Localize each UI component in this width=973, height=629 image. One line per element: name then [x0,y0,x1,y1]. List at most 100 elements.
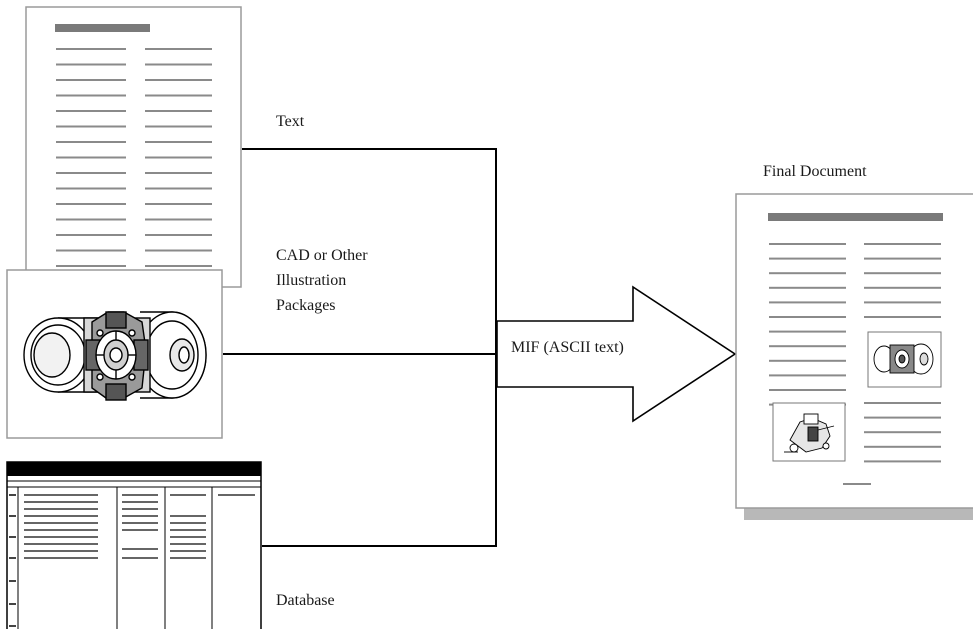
text-line [145,187,212,190]
table-row [122,501,158,503]
text-line [864,272,941,275]
table-row [122,494,158,496]
text-line [56,203,126,205]
table-row-marker [9,557,16,559]
table-row [122,515,158,517]
table-row [24,550,98,552]
table-row [218,494,255,496]
text-line [56,265,126,267]
engine-thumbnail-icon [784,413,835,453]
table-row [170,522,206,524]
text-line [56,125,126,128]
database-table-frame [6,461,262,629]
table-row [24,543,98,545]
table-row [24,501,98,503]
table-row [170,543,206,545]
text-line [769,272,846,275]
text-line [145,79,212,81]
final-document [735,193,973,520]
text-line [56,63,126,66]
text-line [56,156,126,159]
text-line [56,234,126,236]
text-line [864,243,941,245]
text-line [145,218,212,221]
table-row-marker [9,536,16,538]
cad-label-line2: Illustration [276,272,346,289]
text-line [864,431,941,434]
text-line [769,345,846,348]
text-line [769,359,846,362]
text-line [769,257,846,260]
text-line [769,301,846,304]
table-row-marker [9,494,16,496]
text-line [864,301,941,304]
text-line [864,460,941,463]
database-table-rows [9,494,255,627]
table-row [170,550,206,552]
table-row-marker [9,625,16,627]
final-document-label: Final Document [763,163,867,180]
table-row [24,515,98,517]
cad-illustration [6,269,223,439]
table-row [24,529,98,531]
table-row [170,494,206,496]
text-document [25,6,242,288]
text-line [864,416,941,419]
text-line [145,141,212,143]
table-row [170,515,206,517]
text-line [864,445,941,448]
text-line [145,110,212,112]
text-line [864,257,941,260]
text-line [769,374,846,377]
final-document-title-bar [768,213,943,221]
text-line [56,94,126,97]
text-line [56,141,126,143]
text-document-lines [56,48,212,267]
text-line [769,286,846,289]
text-line [769,243,846,245]
text-document-title-bar [55,24,150,32]
text-line [56,79,126,81]
table-row-marker [9,580,16,582]
text-line [145,156,212,159]
cad-label-line3: Packages [276,297,336,314]
text-line [145,234,212,236]
database-table-header-bar [7,462,261,476]
mechanical-part-icon [23,311,207,401]
text-line [145,172,212,174]
page-number-line [843,483,871,485]
text-line [56,218,126,221]
text-line [864,286,941,289]
table-row [122,522,158,524]
mif-arrow [496,285,737,423]
mif-label: MIF (ASCII text) [511,339,624,356]
text-line [56,187,126,190]
table-row [170,536,206,538]
table-row [24,557,98,559]
connector-wires [223,148,497,547]
text-document-page [25,6,242,288]
table-row [24,522,98,524]
database-label: Database [276,592,335,609]
table-row [24,494,98,496]
table-row [122,508,158,510]
text-line [145,265,212,267]
text-line [56,48,126,50]
text-line [145,63,212,66]
mechanical-part-thumbnail-icon [873,343,934,375]
text-line [864,402,941,404]
table-row [122,529,158,531]
table-row-marker [9,515,16,517]
text-line [769,389,846,391]
table-row [122,548,158,550]
text-line [769,316,846,318]
table-row [24,536,98,538]
text-line [145,249,212,252]
text-line [769,330,846,333]
text-label: Text [276,113,305,130]
database-table [6,461,262,629]
table-row [24,508,98,510]
table-row-marker [9,603,16,605]
table-row [170,529,206,531]
